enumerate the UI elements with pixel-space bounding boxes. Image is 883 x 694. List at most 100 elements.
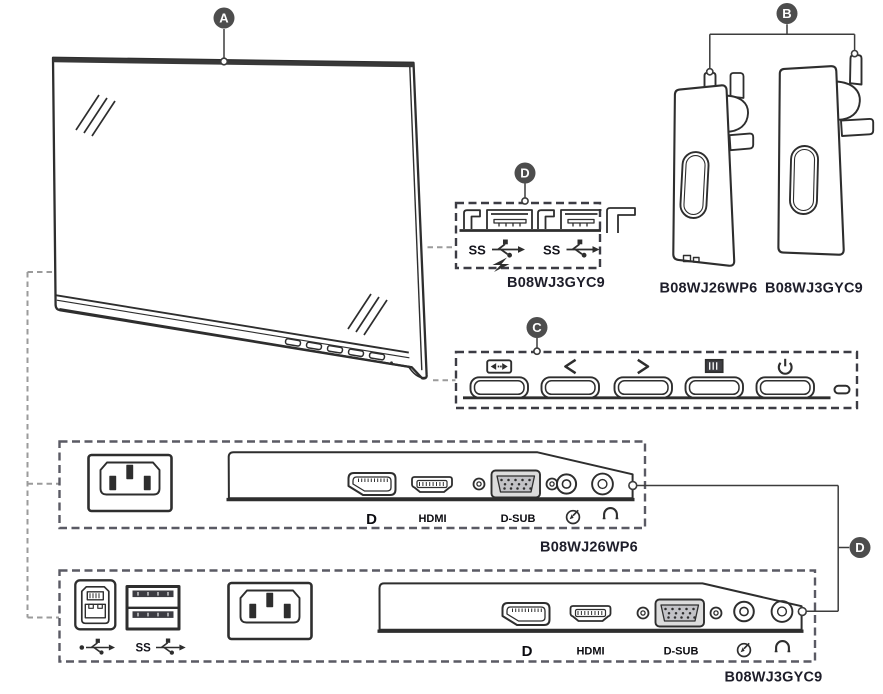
controls-panel: C	[454, 317, 859, 410]
headphone-icon-2	[773, 640, 792, 653]
callout-c-badge	[526, 317, 548, 338]
stand-right-hinge	[835, 80, 861, 121]
chevron-left-icon	[564, 358, 577, 375]
right-button	[613, 376, 673, 399]
power-led-dot	[390, 361, 393, 365]
io-panel-2: SS D HDMI D-SUB B08WJ3GYC9	[58, 569, 823, 686]
ss-usb-label: SS	[543, 243, 561, 258]
dsub-label-2: D-SUB	[664, 646, 699, 658]
monitor-front-view	[51, 56, 428, 380]
io-panel-1-model-label: B08WJ26WP6	[540, 540, 638, 556]
io-panel-1: D HDMI D-SUB B08WJ26WP6	[58, 440, 647, 556]
callout-a-endpoint	[219, 57, 229, 66]
usb-b-port	[74, 579, 117, 631]
usb-a-ports	[125, 585, 181, 631]
controls-dashed-box	[454, 350, 859, 410]
ss-usb-charge-label: SS	[469, 243, 487, 258]
callout-c: C	[526, 317, 548, 356]
bezel-button	[368, 351, 386, 361]
callout-a-letter: A	[219, 11, 229, 26]
monitor-top-bezel	[53, 57, 414, 68]
stand-right-peg	[849, 54, 863, 86]
callout-b-letter: B	[782, 6, 791, 21]
line-in-icon-2	[736, 642, 752, 658]
callout-d-top: D	[514, 162, 536, 205]
io-panel-2-model-label: B08WJ3GYC9	[725, 670, 823, 686]
menu-button	[684, 376, 744, 399]
hdmi-port-2	[569, 605, 612, 622]
monitor-bottom-rim	[59, 307, 412, 369]
stand-right-arm	[840, 117, 875, 137]
ss-usb-label-panel2: SS	[136, 643, 152, 655]
shine-mark-top-left	[75, 94, 116, 137]
callout-b-lines	[709, 24, 856, 70]
bezel-button	[284, 338, 302, 347]
chevron-right-icon	[637, 358, 650, 375]
ss-usb-icon: SS	[543, 238, 601, 259]
usb-port-1	[463, 209, 533, 229]
left-button	[540, 376, 600, 399]
callout-b-badge	[776, 3, 798, 24]
bezel-buttons	[284, 335, 393, 365]
displayport-label-2: D	[522, 643, 533, 660]
stand-left-handle-cutout	[679, 151, 710, 219]
callout-d-top-badge	[514, 162, 536, 184]
power-button	[755, 376, 815, 399]
callout-a: A	[213, 7, 235, 66]
bezel-button-glyphs	[288, 335, 373, 352]
line-in-jack	[555, 473, 578, 495]
callout-b-endpoint-left	[705, 67, 714, 76]
headphone-jack	[591, 472, 614, 496]
stand-left-vesa-detail	[682, 254, 692, 263]
power-led-indicator	[833, 384, 851, 395]
hdmi-label: HDMI	[418, 513, 446, 525]
connector-lines	[26, 246, 456, 619]
callout-a-badge	[213, 7, 235, 29]
line-in-icon	[565, 509, 581, 525]
stand-left-vesa-detail	[692, 256, 700, 263]
headphone-icon	[601, 507, 620, 520]
stand-right-handle-cutout	[789, 145, 819, 215]
source-button	[469, 376, 529, 399]
dsub-label: D-SUB	[501, 513, 536, 525]
io-panel-2-callout-endpoint	[797, 606, 807, 617]
callout-c-letter: C	[532, 320, 542, 335]
monitor-chin-inner-line	[56, 299, 410, 359]
source-exit-icon	[486, 359, 513, 374]
ss-usb-charge-icon: SS	[469, 238, 526, 272]
callout-d-right-letter: D	[855, 540, 864, 555]
fast-charge-lightning-icon	[492, 257, 510, 272]
usb-panel-dashed-box	[454, 201, 602, 270]
stand-left-model-label: B08WJ26WP6	[660, 281, 758, 297]
callout-d-right-badge	[849, 537, 871, 558]
monitor-chin-top-line	[56, 294, 409, 354]
bezel-button	[326, 344, 344, 354]
stand-left-rear-tab	[729, 72, 745, 99]
control-buttons	[469, 376, 815, 399]
power-inlet	[87, 453, 173, 513]
hdmi-label-2: HDMI	[576, 646, 604, 658]
io-panel-2-dashed-box	[58, 569, 817, 663]
monitor-right-edge-line	[409, 66, 423, 371]
callout-d-right-lines	[637, 484, 850, 613]
usb-port-edge-bracket	[606, 207, 636, 233]
ss-usb-icon-panel2: SS	[136, 637, 187, 656]
usb-port-2	[537, 207, 636, 233]
callout-d-top-letter: D	[520, 166, 529, 181]
callout-c-endpoint	[533, 347, 541, 356]
monitor-corner-foot	[407, 365, 426, 379]
stand-left-arm	[728, 132, 755, 152]
bezel-button	[347, 348, 365, 358]
displayport-label: D	[366, 511, 377, 528]
usb-side-panel: SS SS D B08WJ3GYC9	[454, 162, 636, 291]
menu-icon	[704, 358, 724, 374]
stand-right-model-label: B08WJ3GYC9	[765, 281, 863, 297]
stand-left	[672, 71, 755, 267]
callout-d-top-endpoint	[521, 197, 529, 205]
callout-d-right: D	[637, 484, 871, 613]
shine-mark-bottom-right	[347, 293, 388, 336]
io-panel-1-callout-endpoint	[628, 480, 638, 491]
callout-b: B	[705, 3, 859, 76]
